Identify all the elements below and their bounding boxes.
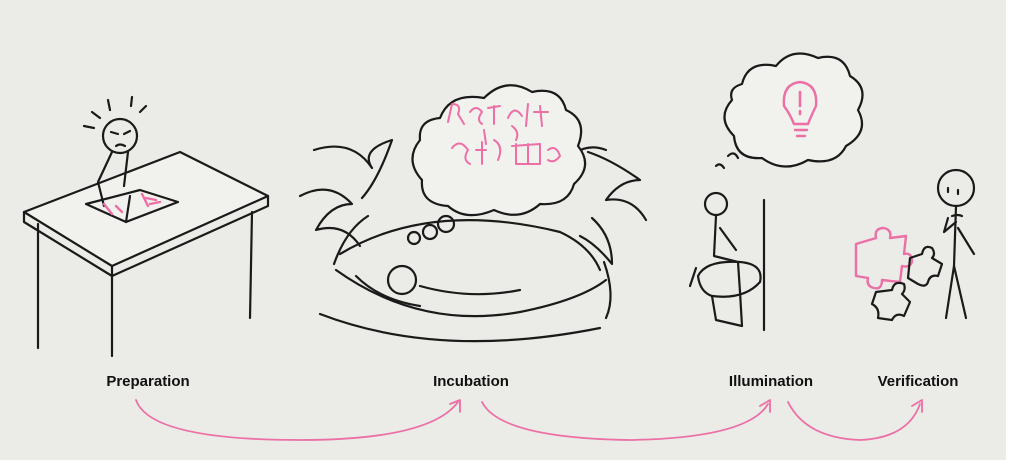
flow-arrows — [135, 399, 923, 441]
stage-label-verification: Verification — [877, 373, 959, 390]
arrowhead-1 — [449, 399, 461, 413]
puzzle-pieces-check-icon — [854, 168, 976, 322]
stage-label-incubation: Incubation — [433, 373, 509, 390]
arrowhead-2 — [759, 399, 771, 413]
arrow-preparation-to-incubation — [135, 399, 459, 441]
lightbulb-idea-icon — [688, 52, 864, 332]
person-studying-at-desk-icon — [22, 95, 270, 358]
stage-label-preparation: Preparation — [106, 373, 190, 390]
stage-label-illumination: Illumination — [728, 373, 814, 390]
person-resting-in-hammock-icon — [298, 84, 648, 343]
arrow-incubation-to-illumination — [481, 401, 769, 441]
arrow-illumination-to-verification — [787, 401, 921, 441]
arrowhead-3 — [911, 399, 923, 413]
